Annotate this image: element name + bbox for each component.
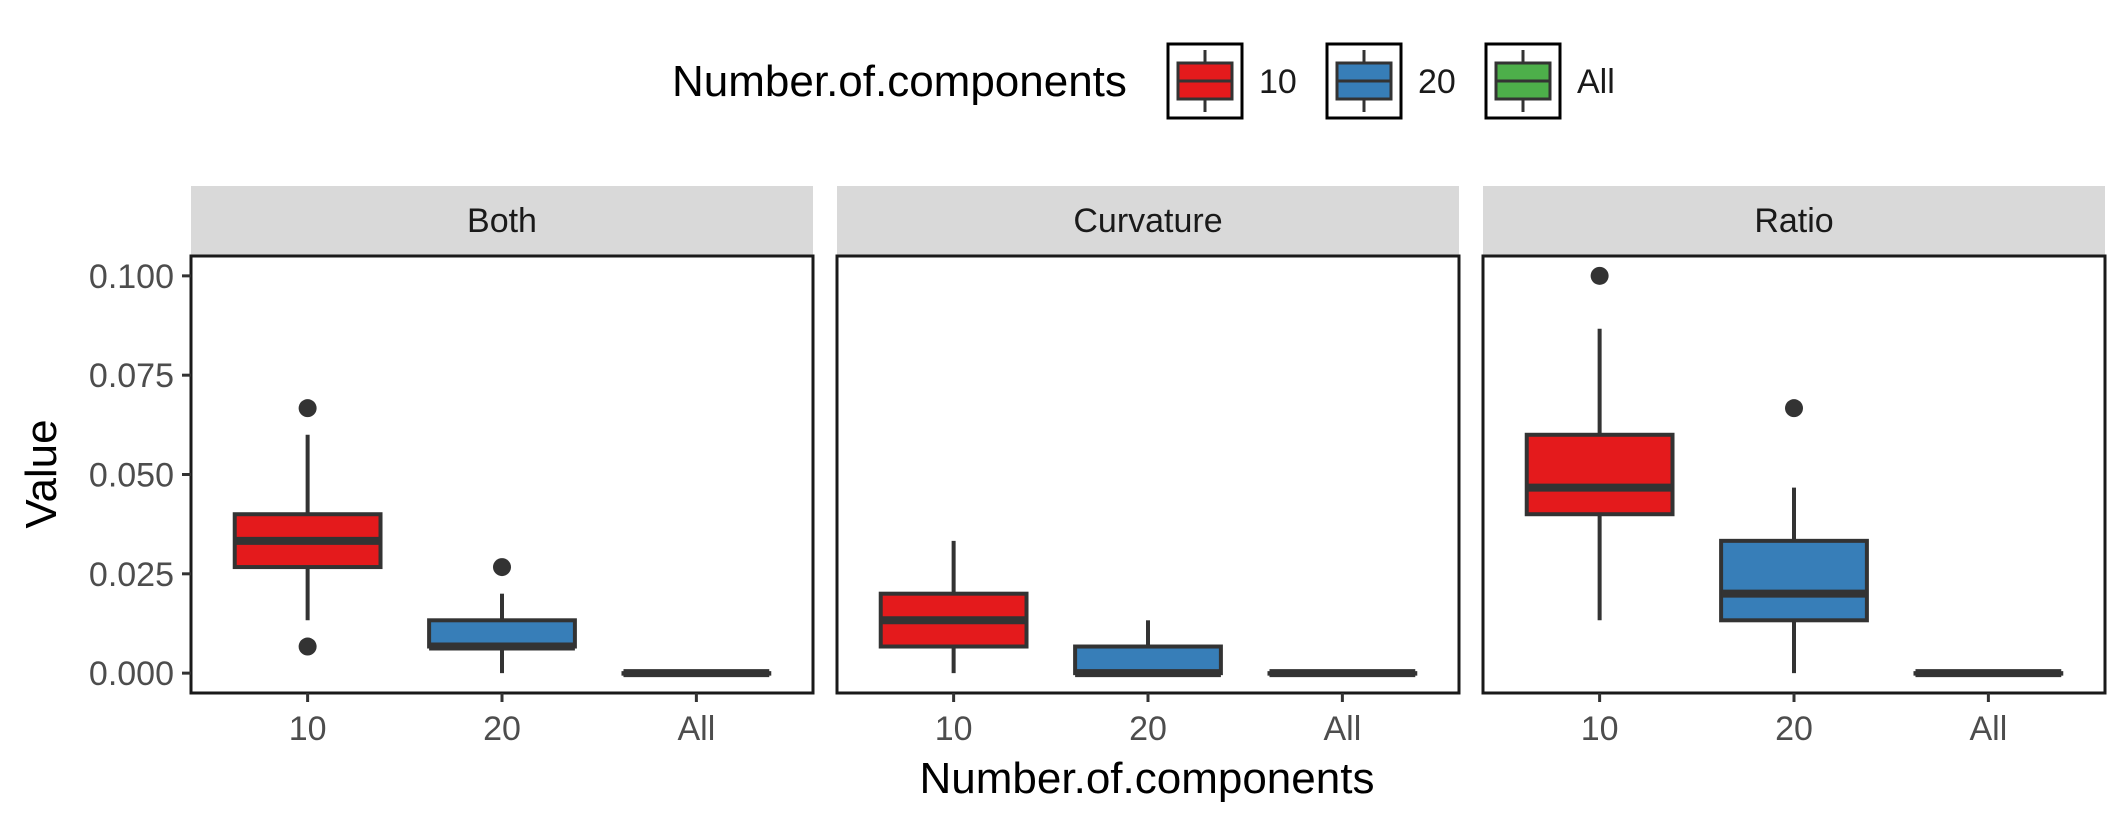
box-iqr xyxy=(1719,538,1869,623)
panel-strip xyxy=(191,186,813,256)
box-ratio-all xyxy=(1913,669,2064,678)
box-outlier xyxy=(493,558,511,577)
box-ratio-20 xyxy=(1719,399,1869,674)
legend-key-20: 20 xyxy=(1325,42,1456,120)
legend-keys: 10 20 All xyxy=(1166,42,1615,120)
legend-title: Number.of.components xyxy=(672,57,1127,106)
legend-label-all: All xyxy=(1577,63,1615,101)
x-tick-label-all: All xyxy=(1323,710,1361,748)
x-tick-label-all: All xyxy=(1969,710,2007,748)
box-ratio-10 xyxy=(1524,266,1675,621)
box-both-20 xyxy=(427,558,577,674)
panel-ratio: Ratio 10 20 All xyxy=(1481,186,2107,748)
panel-strip xyxy=(837,186,1459,256)
legend-key-10: 10 xyxy=(1166,42,1297,120)
y-axis: 0.000 0.025 0.050 0.075 0.100 xyxy=(89,258,191,693)
panel-title-curvature: Curvature xyxy=(1073,202,1222,240)
y-tick-label: 0.025 xyxy=(89,556,174,594)
legend-label-20: 20 xyxy=(1418,63,1456,101)
box-both-10 xyxy=(232,399,383,656)
x-tick-label-20: 20 xyxy=(483,710,521,748)
box-iqr xyxy=(1073,644,1223,676)
y-tick-label: 0.000 xyxy=(89,655,174,693)
x-tick-label-20: 20 xyxy=(1129,710,1167,748)
facet-panels: Both 10 20 All Curvature 10 20 All Ratio 10 20 All xyxy=(189,186,2107,748)
y-axis-title: Value xyxy=(17,419,66,528)
x-axis-title: Number.of.components xyxy=(920,754,1375,803)
panel-curvature: Curvature 10 20 All xyxy=(835,186,1461,748)
legend-key-all: All xyxy=(1484,42,1615,120)
legend-label-10: 10 xyxy=(1259,63,1297,101)
x-tick-label-10: 10 xyxy=(1581,710,1619,748)
box-outlier xyxy=(1590,266,1609,285)
panel-strip xyxy=(1483,186,2105,256)
box-curvature-10 xyxy=(878,540,1029,674)
box-curvature-all xyxy=(1267,669,1418,678)
box-both-all xyxy=(621,669,772,678)
x-tick-label-10: 10 xyxy=(935,710,973,748)
box-outlier xyxy=(1785,399,1803,418)
panel-title-both: Both xyxy=(467,202,537,240)
y-tick-label: 0.075 xyxy=(89,357,174,395)
y-tick-label: 0.050 xyxy=(89,457,174,495)
x-tick-label-all: All xyxy=(677,710,715,748)
panel-both: Both 10 20 All xyxy=(189,186,815,748)
x-tick-label-20: 20 xyxy=(1775,710,1813,748)
box-outlier xyxy=(298,637,317,656)
x-tick-label-10: 10 xyxy=(289,710,327,748)
panel-title-ratio: Ratio xyxy=(1754,202,1833,240)
box-outlier xyxy=(298,399,317,418)
legend: Number.of.components 10 20 All xyxy=(672,42,1615,120)
y-tick-label: 0.100 xyxy=(89,258,174,296)
box-curvature-20 xyxy=(1073,620,1223,678)
box-iqr xyxy=(1524,432,1675,517)
